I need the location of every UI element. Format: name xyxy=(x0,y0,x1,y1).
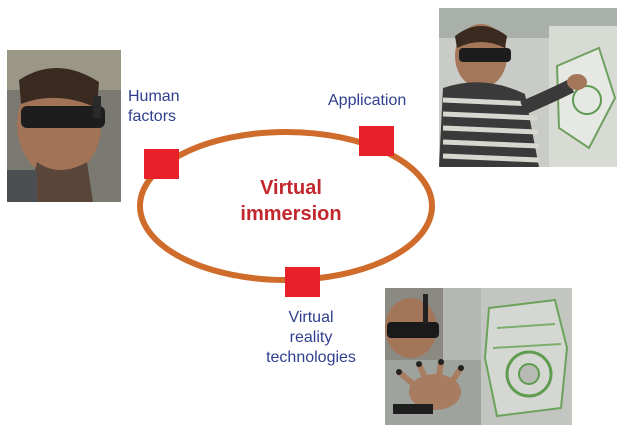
node-application xyxy=(359,126,394,156)
node-vr-technologies xyxy=(285,267,320,297)
center-label: Virtual immersion xyxy=(240,177,342,225)
man-wearing-vr-headset-image xyxy=(7,50,121,202)
label-vr-technologies: Virtual reality technologies xyxy=(266,309,356,366)
photo-human-factors xyxy=(7,50,121,202)
label-human-factors: Human factors xyxy=(128,88,180,125)
photo-application xyxy=(439,8,617,167)
node-human-factors xyxy=(144,149,179,179)
vr-technologies-image xyxy=(385,288,572,425)
label-application: Application xyxy=(328,92,407,109)
photo-vr-technologies xyxy=(385,288,572,425)
man-manipulating-machine-part-image xyxy=(439,8,617,167)
